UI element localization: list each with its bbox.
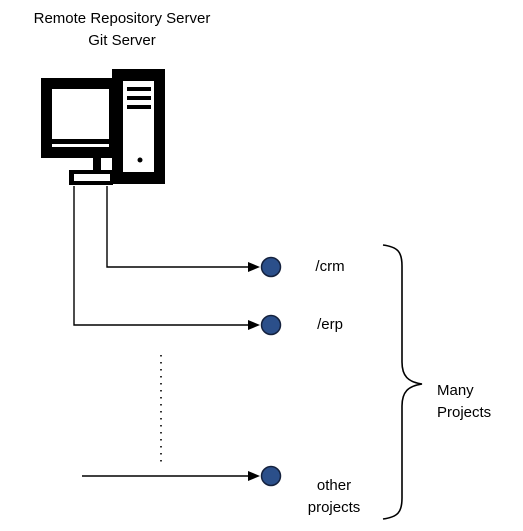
- project-node-crm: [260, 256, 282, 278]
- project-label-erp: /erp: [305, 314, 355, 336]
- project-label-crm: /crm: [305, 256, 355, 278]
- project-label-erp-text: /erp: [317, 316, 343, 333]
- server-title-line1: Remote Repository Server: [33, 10, 211, 27]
- group-brace: [382, 244, 423, 520]
- project-node-erp: [260, 314, 282, 336]
- group-label-text: Many Projects: [437, 382, 492, 421]
- project-label-crm-text: /crm: [315, 258, 345, 275]
- group-label: Many Projects: [437, 358, 491, 424]
- connector-erp: [73, 186, 260, 330]
- server-title-line2: Git Server: [88, 32, 156, 49]
- project-label-other: other projects: [300, 453, 368, 519]
- project-label-other-text: other projects: [307, 477, 361, 516]
- server-title: Remote Repository Server Git Server: [0, 8, 244, 52]
- computer-icon: [41, 69, 165, 185]
- connector-crm: [106, 186, 260, 272]
- project-node-other: [260, 465, 282, 487]
- connector-other-projects: [82, 471, 260, 481]
